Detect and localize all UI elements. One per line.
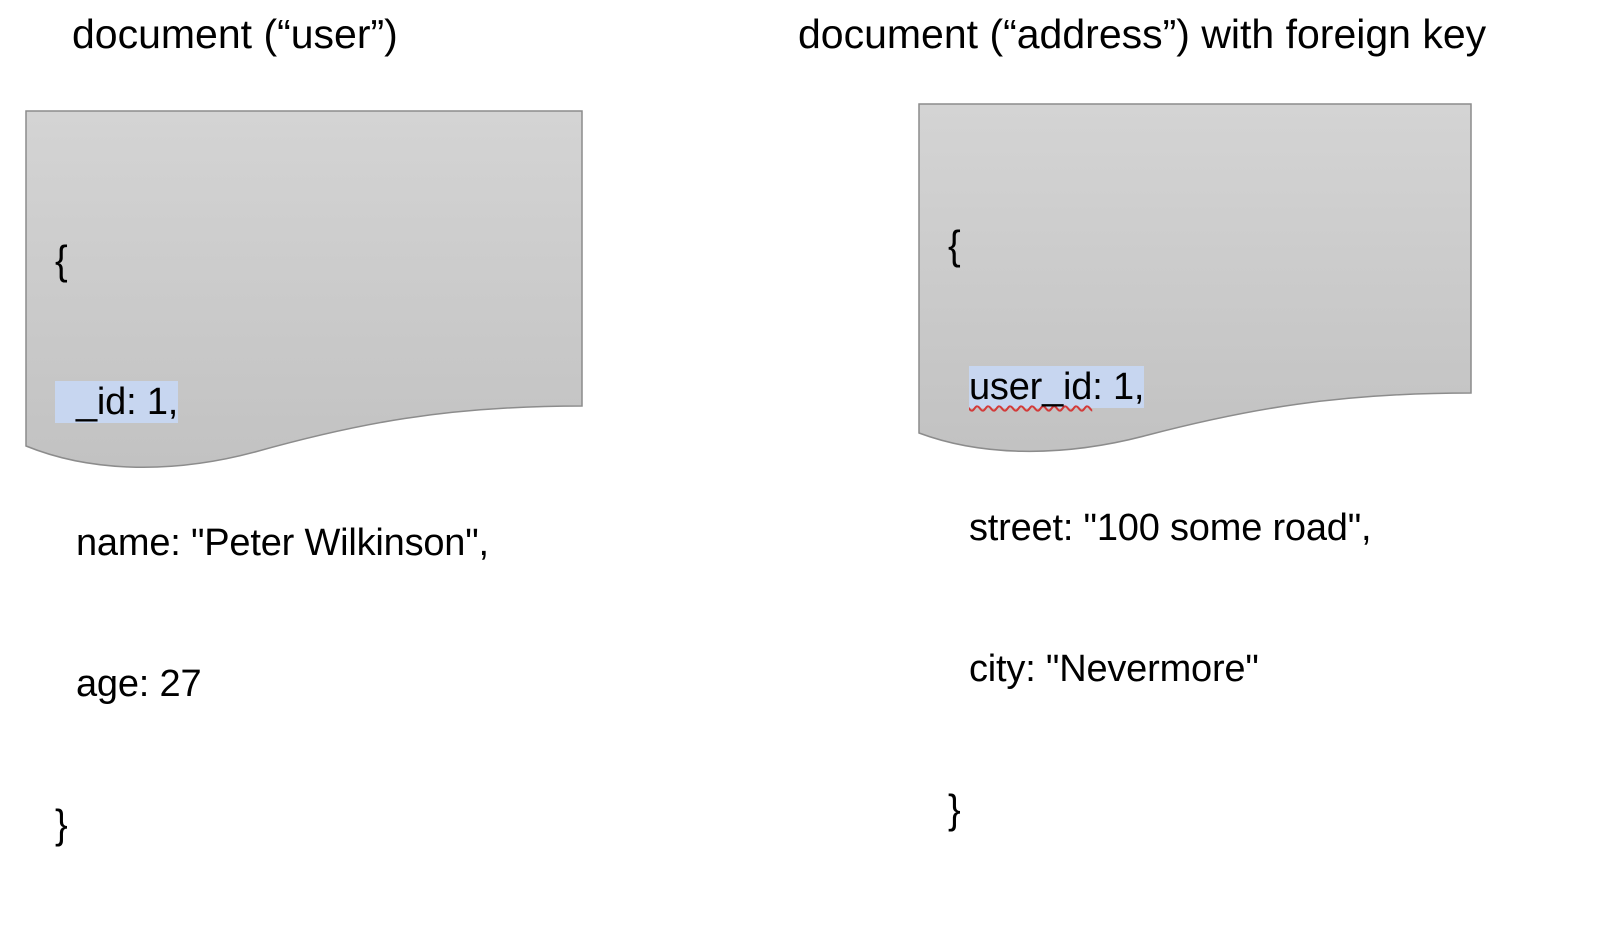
user-document-outline <box>25 110 583 469</box>
user-id-key: user_id <box>969 366 1093 408</box>
user-document-title: document (“user”) <box>72 11 398 57</box>
address-document-shape <box>918 103 1472 453</box>
address-field-city: city: "Nevermore" <box>969 648 1259 690</box>
user-document-body: { _id: 1, name: "Peter Wilkinson", age: … <box>55 144 489 943</box>
user-field-age: age: 27 <box>76 663 202 705</box>
user-field-name: name: "Peter Wilkinson", <box>76 522 489 564</box>
address-document-outline <box>918 103 1472 453</box>
address-document-body: { user_id: 1, street: "100 some road", c… <box>948 129 1372 928</box>
address-open-brace: { <box>948 223 961 269</box>
user-close-brace: } <box>55 802 68 848</box>
user-document-card: { _id: 1, name: "Peter Wilkinson", age: … <box>25 110 585 848</box>
user-open-brace: { <box>55 238 68 284</box>
address-field-street: street: "100 some road", <box>969 507 1372 549</box>
address-document-card: { user_id: 1, street: "100 some road", c… <box>918 103 1474 833</box>
user-field-id: _id: 1, <box>55 379 489 426</box>
address-close-brace: } <box>948 787 961 833</box>
address-document-title: document (“address”) with foreign key <box>798 11 1487 57</box>
user-document-shape <box>25 110 583 469</box>
address-field-user-id: user_id: 1, <box>969 366 1145 408</box>
